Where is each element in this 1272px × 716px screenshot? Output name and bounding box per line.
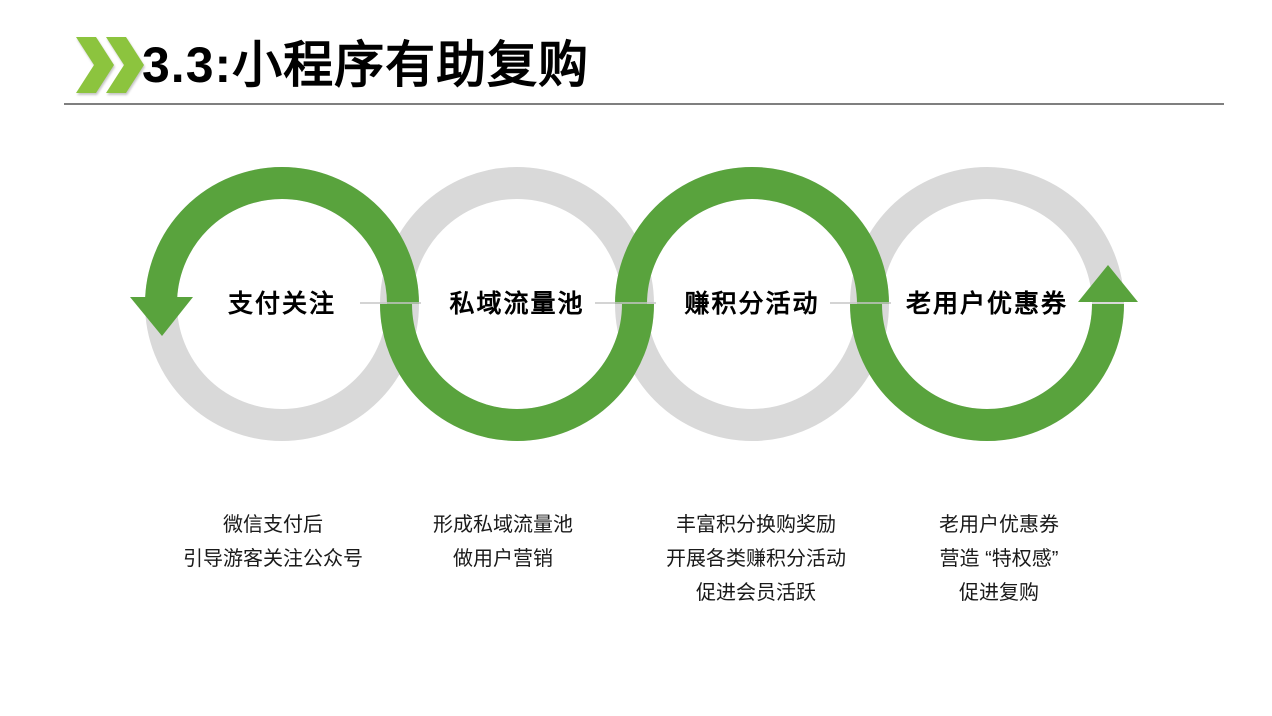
flow-arrow-down-icon	[130, 297, 193, 336]
detail-line: 引导游客关注公众号	[183, 548, 363, 570]
detail-line: 促进会员活跃	[696, 582, 816, 604]
detail-line: 微信支付后	[223, 514, 323, 536]
step-details-3: 丰富积分换购奖励 开展各类赚积分活动 促进会员活跃	[606, 508, 906, 610]
green-arc-top-3	[615, 167, 889, 305]
detail-line: 开展各类赚积分活动	[666, 548, 846, 570]
slide-title: 3.3:小程序有助复购	[142, 37, 590, 93]
title-chevrons-icon	[76, 37, 144, 93]
green-arc-bottom-4	[850, 303, 1124, 441]
step-details-1: 微信支付后 引导游客关注公众号	[123, 508, 423, 576]
detail-line: 营造 “特权感”	[939, 548, 1059, 570]
flow-arrow-up-icon	[1078, 265, 1138, 302]
step-label-4: 老用户优惠券	[905, 290, 1068, 318]
step-label-1: 支付关注	[227, 290, 336, 318]
detail-line: 做用户营销	[453, 548, 553, 570]
title-row: 3.3:小程序有助复购	[76, 30, 589, 100]
step-label-3: 赚积分活动	[684, 290, 820, 318]
chevron-icon	[76, 37, 114, 93]
detail-line: 形成私域流量池	[433, 514, 573, 536]
step-details-2: 形成私域流量池 做用户营销	[353, 508, 653, 576]
green-arc-top-1	[145, 167, 419, 305]
detail-line: 老用户优惠券	[939, 514, 1059, 536]
chevron-icon	[106, 37, 144, 93]
detail-line: 促进复购	[959, 582, 1039, 604]
title-divider	[64, 103, 1224, 105]
step-details-4: 老用户优惠券 营造 “特权感” 促进复购	[849, 508, 1149, 610]
green-arc-bottom-2	[380, 303, 654, 441]
detail-line: 丰富积分换购奖励	[676, 514, 836, 536]
step-label-2: 私域流量池	[449, 290, 585, 318]
